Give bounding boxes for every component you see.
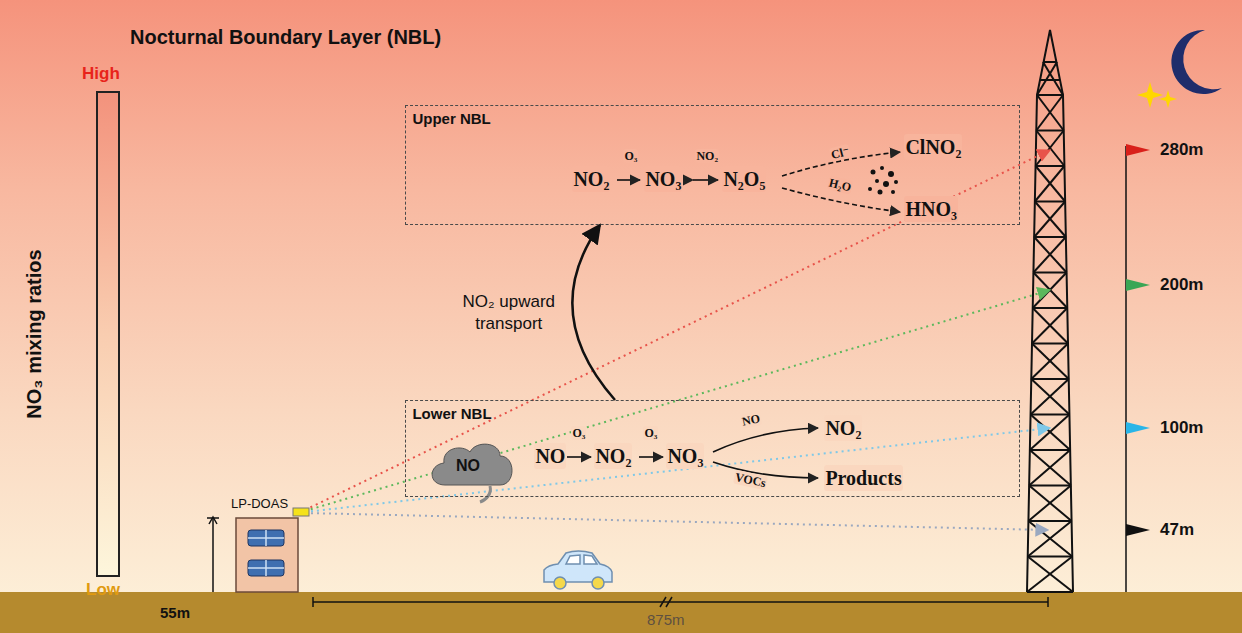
height-mark: 200m xyxy=(1160,275,1203,295)
reagent: O₃ xyxy=(623,149,638,163)
height-mark: 280m xyxy=(1160,140,1203,160)
emission-label: NO xyxy=(456,457,480,475)
axis-title: NO₃ mixing ratios xyxy=(23,249,46,418)
species: NO₃ xyxy=(666,443,704,469)
species: N₂O₅ xyxy=(722,166,766,192)
product: Products xyxy=(824,465,902,491)
instrument-label: LP-DOAS xyxy=(231,496,288,511)
product: HNO₃ xyxy=(904,196,958,222)
scale-low: Low xyxy=(86,580,120,600)
region-heading: Lower NBL xyxy=(412,405,491,423)
reagent: NO xyxy=(740,411,762,429)
distance-dimension: 875m xyxy=(647,611,685,628)
edge-label: NO₂ upward transport xyxy=(459,291,559,335)
species: NO xyxy=(534,443,566,469)
species: NO₂ xyxy=(572,166,610,192)
height-mark: 47m xyxy=(1160,520,1194,540)
product: NO₂ xyxy=(824,415,862,441)
reagent: Cl⁻ xyxy=(829,144,852,163)
reagent: O₃ xyxy=(571,426,586,440)
height-dimension: 55m xyxy=(160,604,190,621)
reagent: H₂O xyxy=(827,176,854,195)
region-heading: Upper NBL xyxy=(412,110,490,128)
height-mark: 100m xyxy=(1160,418,1203,438)
reagent: VOCs xyxy=(733,470,768,491)
reagent: O₃ xyxy=(643,426,658,440)
scale-high: High xyxy=(82,64,120,84)
product: ClNO₂ xyxy=(904,134,962,160)
region-box: Lower NBL NO O₃ NO₂ O₃ NO₃ NO NO₂ VOCs Products xyxy=(405,400,1020,497)
diagram-title: Nocturnal Boundary Layer (NBL) xyxy=(130,26,441,49)
reagent: NO₂ xyxy=(695,149,719,163)
species: NO₃ xyxy=(644,166,682,192)
transport-arrow xyxy=(572,225,615,400)
region-box: Upper NBLNO₂O₃NO₃NO₂N₂O₅Cl⁻H₂OClNO₂HNO₃ xyxy=(405,105,1020,225)
species: NO₂ xyxy=(594,443,632,469)
